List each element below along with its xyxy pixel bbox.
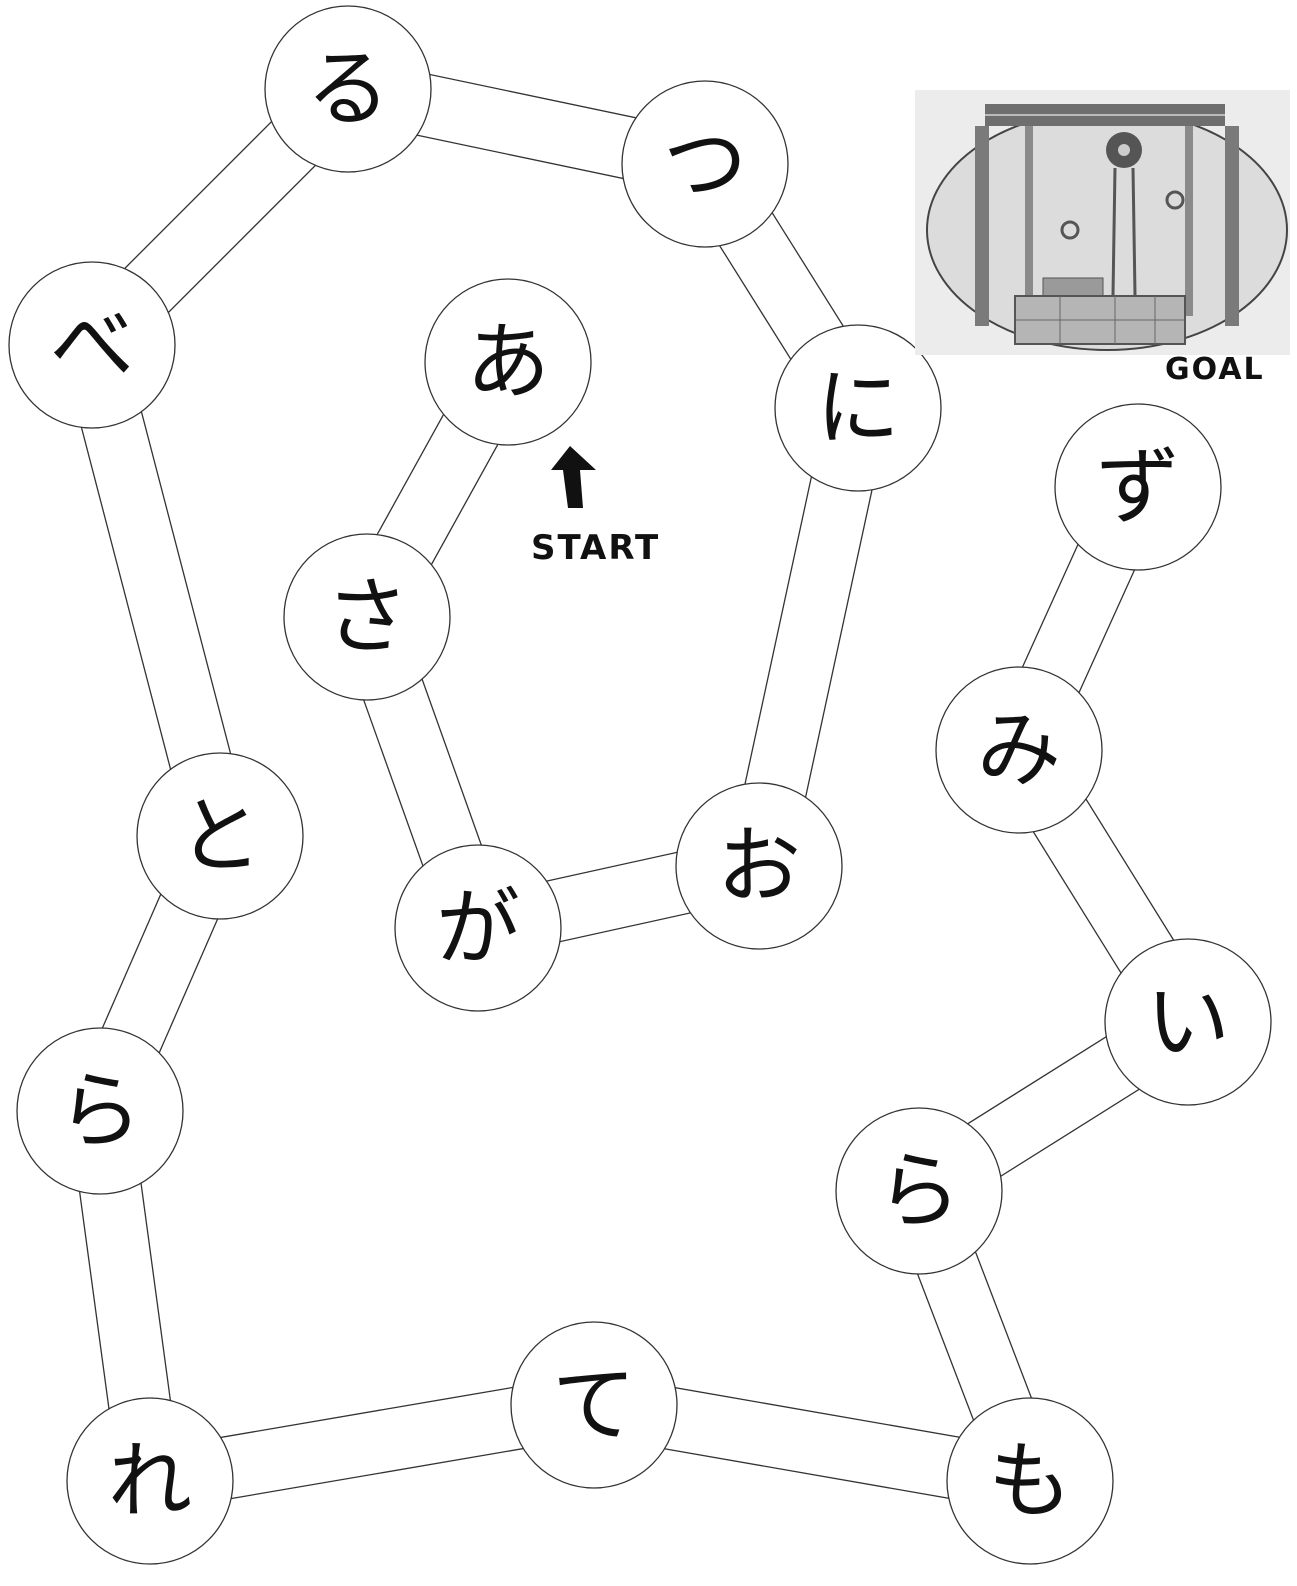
maze-node-ra1[interactable]: ら <box>17 1028 183 1194</box>
maze-node-to[interactable]: と <box>137 753 303 919</box>
maze-node-re[interactable]: れ <box>67 1398 233 1564</box>
node-char: も <box>988 1432 1072 1530</box>
node-char: つ <box>663 115 747 213</box>
maze-node-mo[interactable]: も <box>947 1398 1113 1564</box>
maze-node-mi[interactable]: み <box>936 667 1102 833</box>
maze-node-be[interactable]: べ <box>9 262 175 428</box>
start-label: START <box>531 528 660 568</box>
maze-node-sa[interactable]: さ <box>284 534 450 700</box>
node-char: が <box>436 879 520 977</box>
node-char: て <box>552 1356 636 1454</box>
node-char: る <box>306 40 390 138</box>
node-char: お <box>717 817 801 915</box>
node-char: れ <box>108 1432 192 1530</box>
node-char: い <box>1146 973 1230 1071</box>
maze-node-ra2[interactable]: ら <box>836 1108 1002 1274</box>
maze-node-o[interactable]: お <box>676 783 842 949</box>
maze-node-tsu[interactable]: つ <box>622 81 788 247</box>
maze-node-i[interactable]: い <box>1105 939 1271 1105</box>
node-char: さ <box>325 568 409 666</box>
node-char: ら <box>877 1142 961 1240</box>
maze-node-te[interactable]: て <box>511 1322 677 1488</box>
maze-node-ru[interactable]: る <box>265 6 431 172</box>
node-char: ず <box>1096 438 1180 536</box>
node-char: べ <box>50 296 134 394</box>
well-icon <box>915 90 1290 355</box>
goal-label: GOAL <box>1165 352 1265 387</box>
node-char: と <box>178 787 262 885</box>
node-char: あ <box>466 313 550 411</box>
node-char: ら <box>58 1062 142 1160</box>
maze-node-ga[interactable]: が <box>395 845 561 1011</box>
node-char: み <box>977 701 1061 799</box>
maze-node-a[interactable]: あ <box>425 279 591 445</box>
arrow-up-icon <box>551 446 596 508</box>
node-char: に <box>816 359 900 457</box>
maze-node-zu[interactable]: ず <box>1055 404 1221 570</box>
